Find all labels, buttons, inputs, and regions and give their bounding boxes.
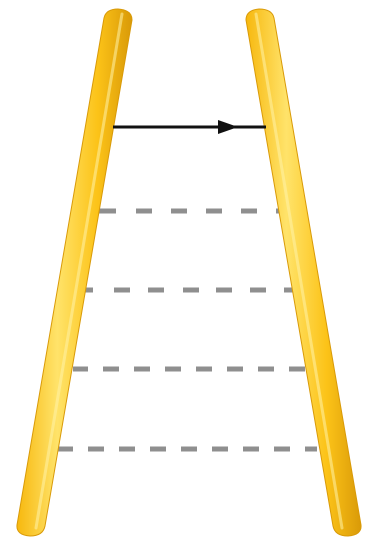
left-rail xyxy=(17,9,132,536)
arrow-layer xyxy=(113,120,266,134)
rungs-layer xyxy=(57,211,317,449)
arrow-head-icon xyxy=(218,120,238,134)
right-rail xyxy=(246,9,361,536)
